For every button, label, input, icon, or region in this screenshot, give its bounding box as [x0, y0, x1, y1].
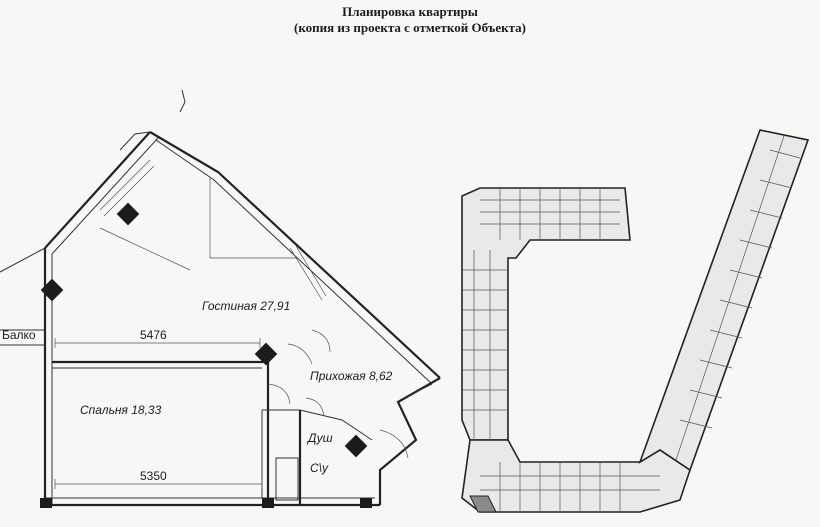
window-line-upper: [99, 159, 191, 271]
apartment-plan: Гостиная 27,91 Прихожая 8,62 Спальня 18,…: [0, 89, 441, 508]
label-shower: Душ: [306, 431, 333, 445]
dimension-top: 5476: [140, 328, 167, 342]
label-bedroom: Спальня 18,33: [80, 403, 162, 417]
wall-right-detail: [403, 383, 433, 399]
notch-top: [179, 89, 186, 113]
door-arc-hall: [311, 329, 331, 353]
toilet: [275, 457, 299, 501]
dimension-bottom: 5350: [140, 469, 167, 483]
wall-top-corner: [119, 131, 151, 151]
building-key-plan: [461, 129, 810, 513]
label-hallway: Прихожая 8,62: [310, 369, 393, 383]
units-grid-top: [480, 188, 620, 240]
door-arc-living: [287, 343, 313, 365]
column: [40, 498, 52, 508]
building-wing-diagonal: [638, 129, 810, 472]
column-line: [209, 178, 298, 259]
wall-upper-left-inner: [51, 137, 159, 255]
units-grid-bottom: [480, 462, 660, 512]
dim-line-top: [54, 338, 261, 348]
column: [360, 498, 372, 508]
column: [116, 202, 140, 226]
units-grid-diagonal: [675, 135, 801, 461]
door-arc-bedroom: [267, 383, 291, 405]
plan-title: Планировка квартиры: [342, 4, 478, 19]
balcony-outline: [0, 247, 46, 346]
column: [254, 342, 278, 366]
dim-line-bottom: [54, 479, 263, 489]
plan-subtitle: (копия из проекта с отметкой Объекта): [294, 20, 526, 35]
label-balcony: Балко: [2, 328, 36, 342]
door-arc-entry: [379, 429, 409, 459]
wall-upper-right: [149, 131, 441, 379]
building-wing-top-left: [461, 187, 631, 441]
wall-right-lower: [378, 377, 441, 505]
wall-upper-right-inner: [155, 139, 433, 385]
bath-top-wall: [299, 409, 373, 441]
units-grid-left: [462, 250, 508, 440]
page-heading: Планировка квартиры (копия из проекта с …: [0, 4, 820, 36]
column: [344, 434, 368, 458]
label-living-room: Гостиная 27,91: [202, 299, 290, 313]
label-wc: С\у: [310, 461, 329, 475]
door-arc-shower: [305, 397, 325, 417]
highlighted-apartment-marker: [469, 495, 497, 513]
column: [262, 498, 274, 508]
window-line-right: [289, 245, 327, 301]
wall-upper-left: [44, 131, 151, 249]
